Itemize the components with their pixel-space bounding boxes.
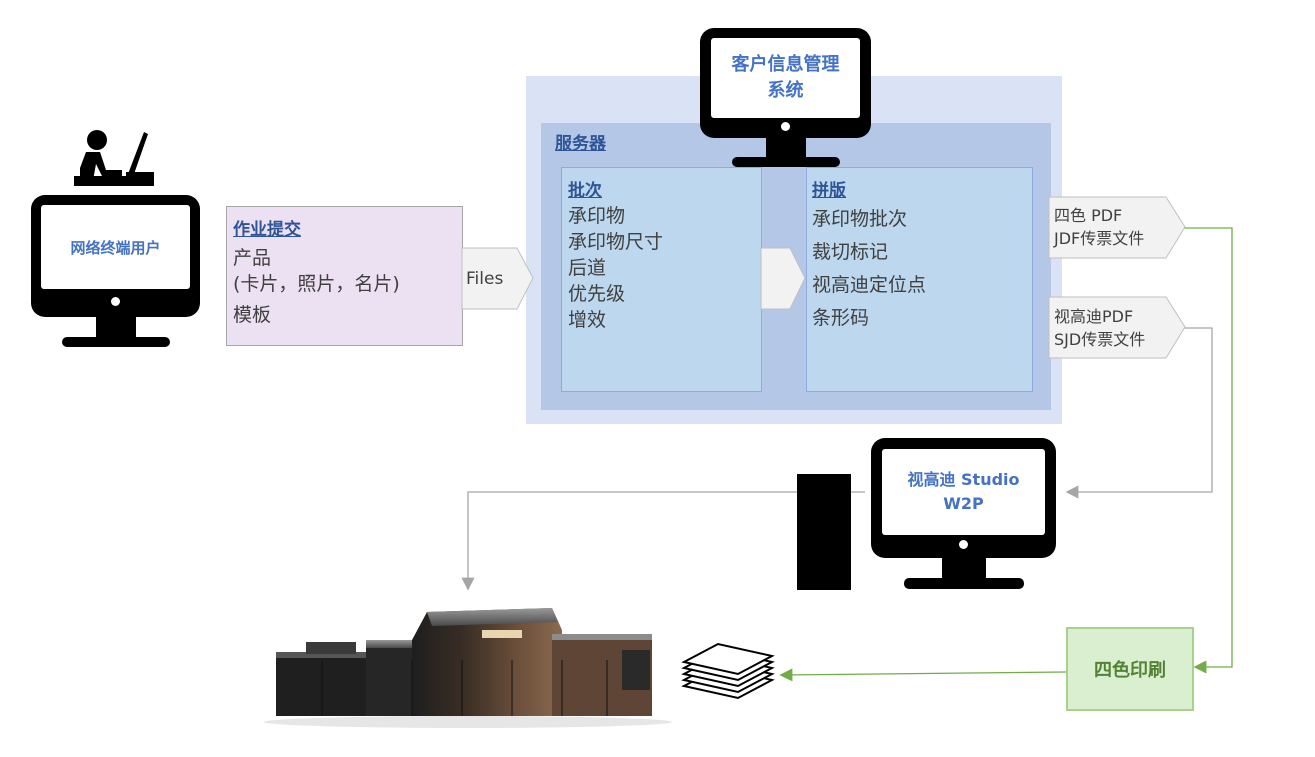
imposition-line: 视高迪定位点 (812, 274, 927, 296)
imposition-lines: 承印物批次 裁切标记 视高迪定位点 条形码 (812, 203, 926, 335)
cmyk-pdf-line2: JDF传票文件 (1054, 229, 1145, 248)
batch-title: 批次 (568, 181, 602, 201)
studio-monitor-neck (942, 558, 986, 580)
paper-stack-icon (681, 642, 775, 700)
crm-power-dot (781, 122, 790, 131)
terminal-monitor-neck (96, 316, 136, 340)
job-submission-box: 作业提交 产品 (卡片，照片，名片) 模板 (226, 206, 463, 346)
user-at-desk-icon (74, 130, 154, 186)
batch-line: 增效 (568, 309, 607, 331)
cmyk-pdf-tag: 四色 PDF JDF传票文件 (1054, 204, 1144, 250)
imposition-line: 承印物批次 (812, 208, 908, 230)
files-arrow-label: Files (466, 269, 504, 289)
print-to-paper-line (779, 668, 1067, 682)
job-line: 产品 (233, 247, 272, 269)
imposition-title: 拼版 (812, 181, 846, 201)
scodix-pdf-tag: 视高迪PDF SJD传票文件 (1054, 305, 1145, 351)
four-color-print-box: 四色印刷 (1066, 627, 1194, 711)
batch-line: 后道 (568, 257, 607, 279)
server-title: 服务器 (555, 134, 606, 154)
imposition-line: 条形码 (812, 307, 870, 329)
studio-monitor-screen: 视高迪 Studio W2P (882, 449, 1045, 535)
digital-press-illustration (264, 608, 672, 728)
scodix-pdf-tag-shape (1048, 296, 1186, 359)
batch-line: 承印物尺寸 (568, 231, 664, 253)
job-submission-title: 作业提交 (233, 220, 301, 240)
terminal-title: 网络终端用户 (70, 238, 161, 257)
studio-line1: 视高迪 Studio (907, 470, 1020, 489)
imposition-panel: 拼版 承印物批次 裁切标记 视高迪定位点 条形码 (806, 167, 1033, 392)
scodix-pdf-line2: SJD传票文件 (1054, 330, 1146, 349)
batch-line: 承印物 (568, 205, 626, 227)
terminal-monitor-screen: 网络终端用户 (41, 205, 190, 289)
four-color-print-label: 四色印刷 (1094, 660, 1166, 681)
crm-monitor-neck (766, 138, 806, 160)
studio-line2: W2P (943, 494, 984, 513)
cmyk-pdf-tag-shape (1048, 196, 1186, 259)
batch-panel: 批次 承印物 承印物尺寸 后道 优先级 增效 (561, 167, 762, 392)
imposition-line: 裁切标记 (812, 241, 889, 263)
batch-to-imposition-arrow (760, 247, 806, 310)
job-line: (卡片，照片，名片) (233, 273, 400, 295)
studio-to-press-line (461, 491, 865, 591)
job-submission-lines: 产品 (卡片，照片，名片) 模板 (233, 245, 400, 333)
crm-title: 客户信息管理系统 (731, 54, 840, 101)
crm-monitor-screen: 客户信息管理系统 (711, 38, 860, 118)
files-arrow-shape (461, 247, 534, 310)
terminal-power-dot (111, 297, 120, 306)
studio-power-dot (959, 540, 968, 549)
scodix-pdf-line1: 视高迪PDF (1054, 307, 1134, 326)
tower-computer-icon (797, 474, 851, 590)
scodix-to-studio-line (1065, 327, 1213, 499)
batch-line: 优先级 (568, 283, 626, 305)
cmyk-to-print-line (1182, 227, 1233, 674)
crm-monitor-base (732, 157, 840, 167)
batch-lines: 承印物 承印物尺寸 后道 优先级 增效 (568, 203, 663, 333)
studio-monitor-base (904, 578, 1024, 589)
terminal-monitor-base (62, 337, 170, 347)
cmyk-pdf-line1: 四色 PDF (1054, 206, 1123, 225)
job-line: 模板 (233, 304, 272, 326)
